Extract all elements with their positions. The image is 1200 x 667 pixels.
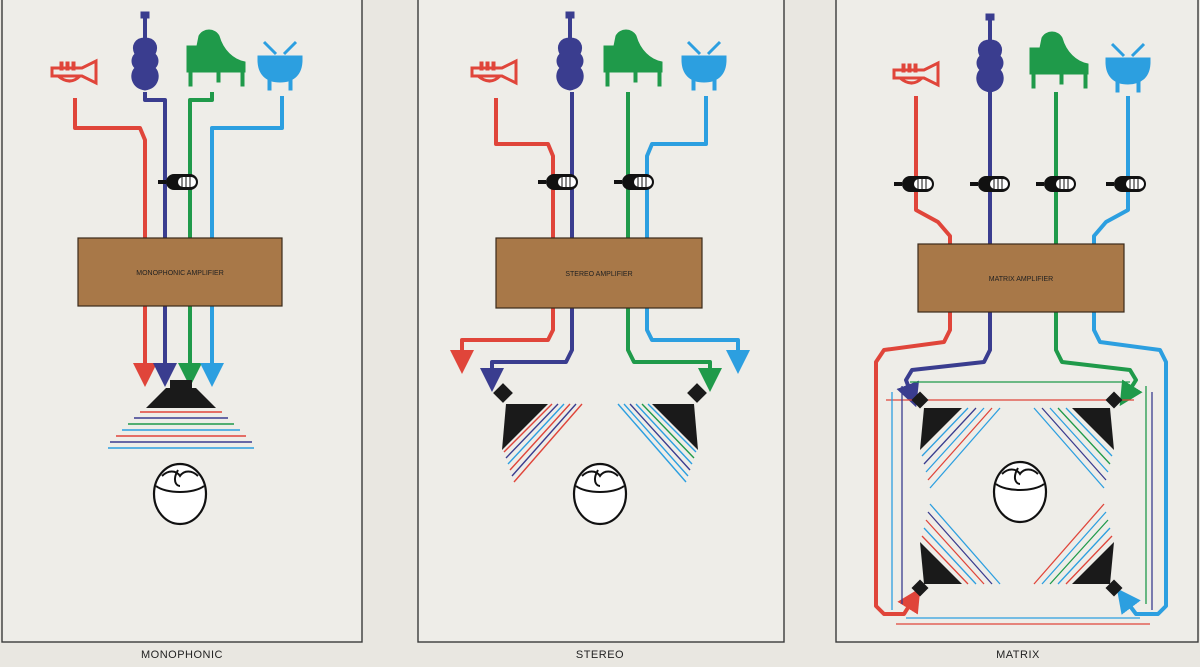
matrix-speaker-front-left-icon <box>911 391 1001 489</box>
matrix-amplifier <box>917 243 1125 313</box>
stereo-speaker-right-icon <box>617 383 707 483</box>
panel-monophonic <box>1 0 363 643</box>
panel-matrix <box>835 0 1199 643</box>
matrix-speaker-rear-right-icon <box>1033 503 1123 597</box>
caption-matrix: MATRIX <box>996 649 1040 661</box>
matrix-speaker-front-right-icon <box>1033 391 1123 489</box>
mono-listener-head-icon <box>152 462 208 526</box>
stereo-amplifier <box>495 237 703 309</box>
mono-amplifier <box>77 237 283 307</box>
stereo-listener-head-icon <box>572 462 628 526</box>
caption-stereo: STEREO <box>576 649 624 661</box>
panel-stereo <box>417 0 785 643</box>
stereo-speaker-left-icon <box>493 383 583 483</box>
matrix-amplifier-label: MATRIX AMPLIFIER <box>989 276 1053 283</box>
mono-speaker-icon <box>108 380 254 449</box>
matrix-thin-cross-paths <box>886 381 1153 625</box>
caption-monophonic: MONOPHONIC <box>141 649 223 661</box>
matrix-speaker-rear-left-icon <box>911 503 1001 597</box>
mono-amplifier-label: MONOPHONIC AMPLIFIER <box>136 270 224 277</box>
stereo-amplifier-label: STEREO AMPLIFIER <box>565 271 632 278</box>
matrix-listener-head-icon <box>992 460 1048 524</box>
